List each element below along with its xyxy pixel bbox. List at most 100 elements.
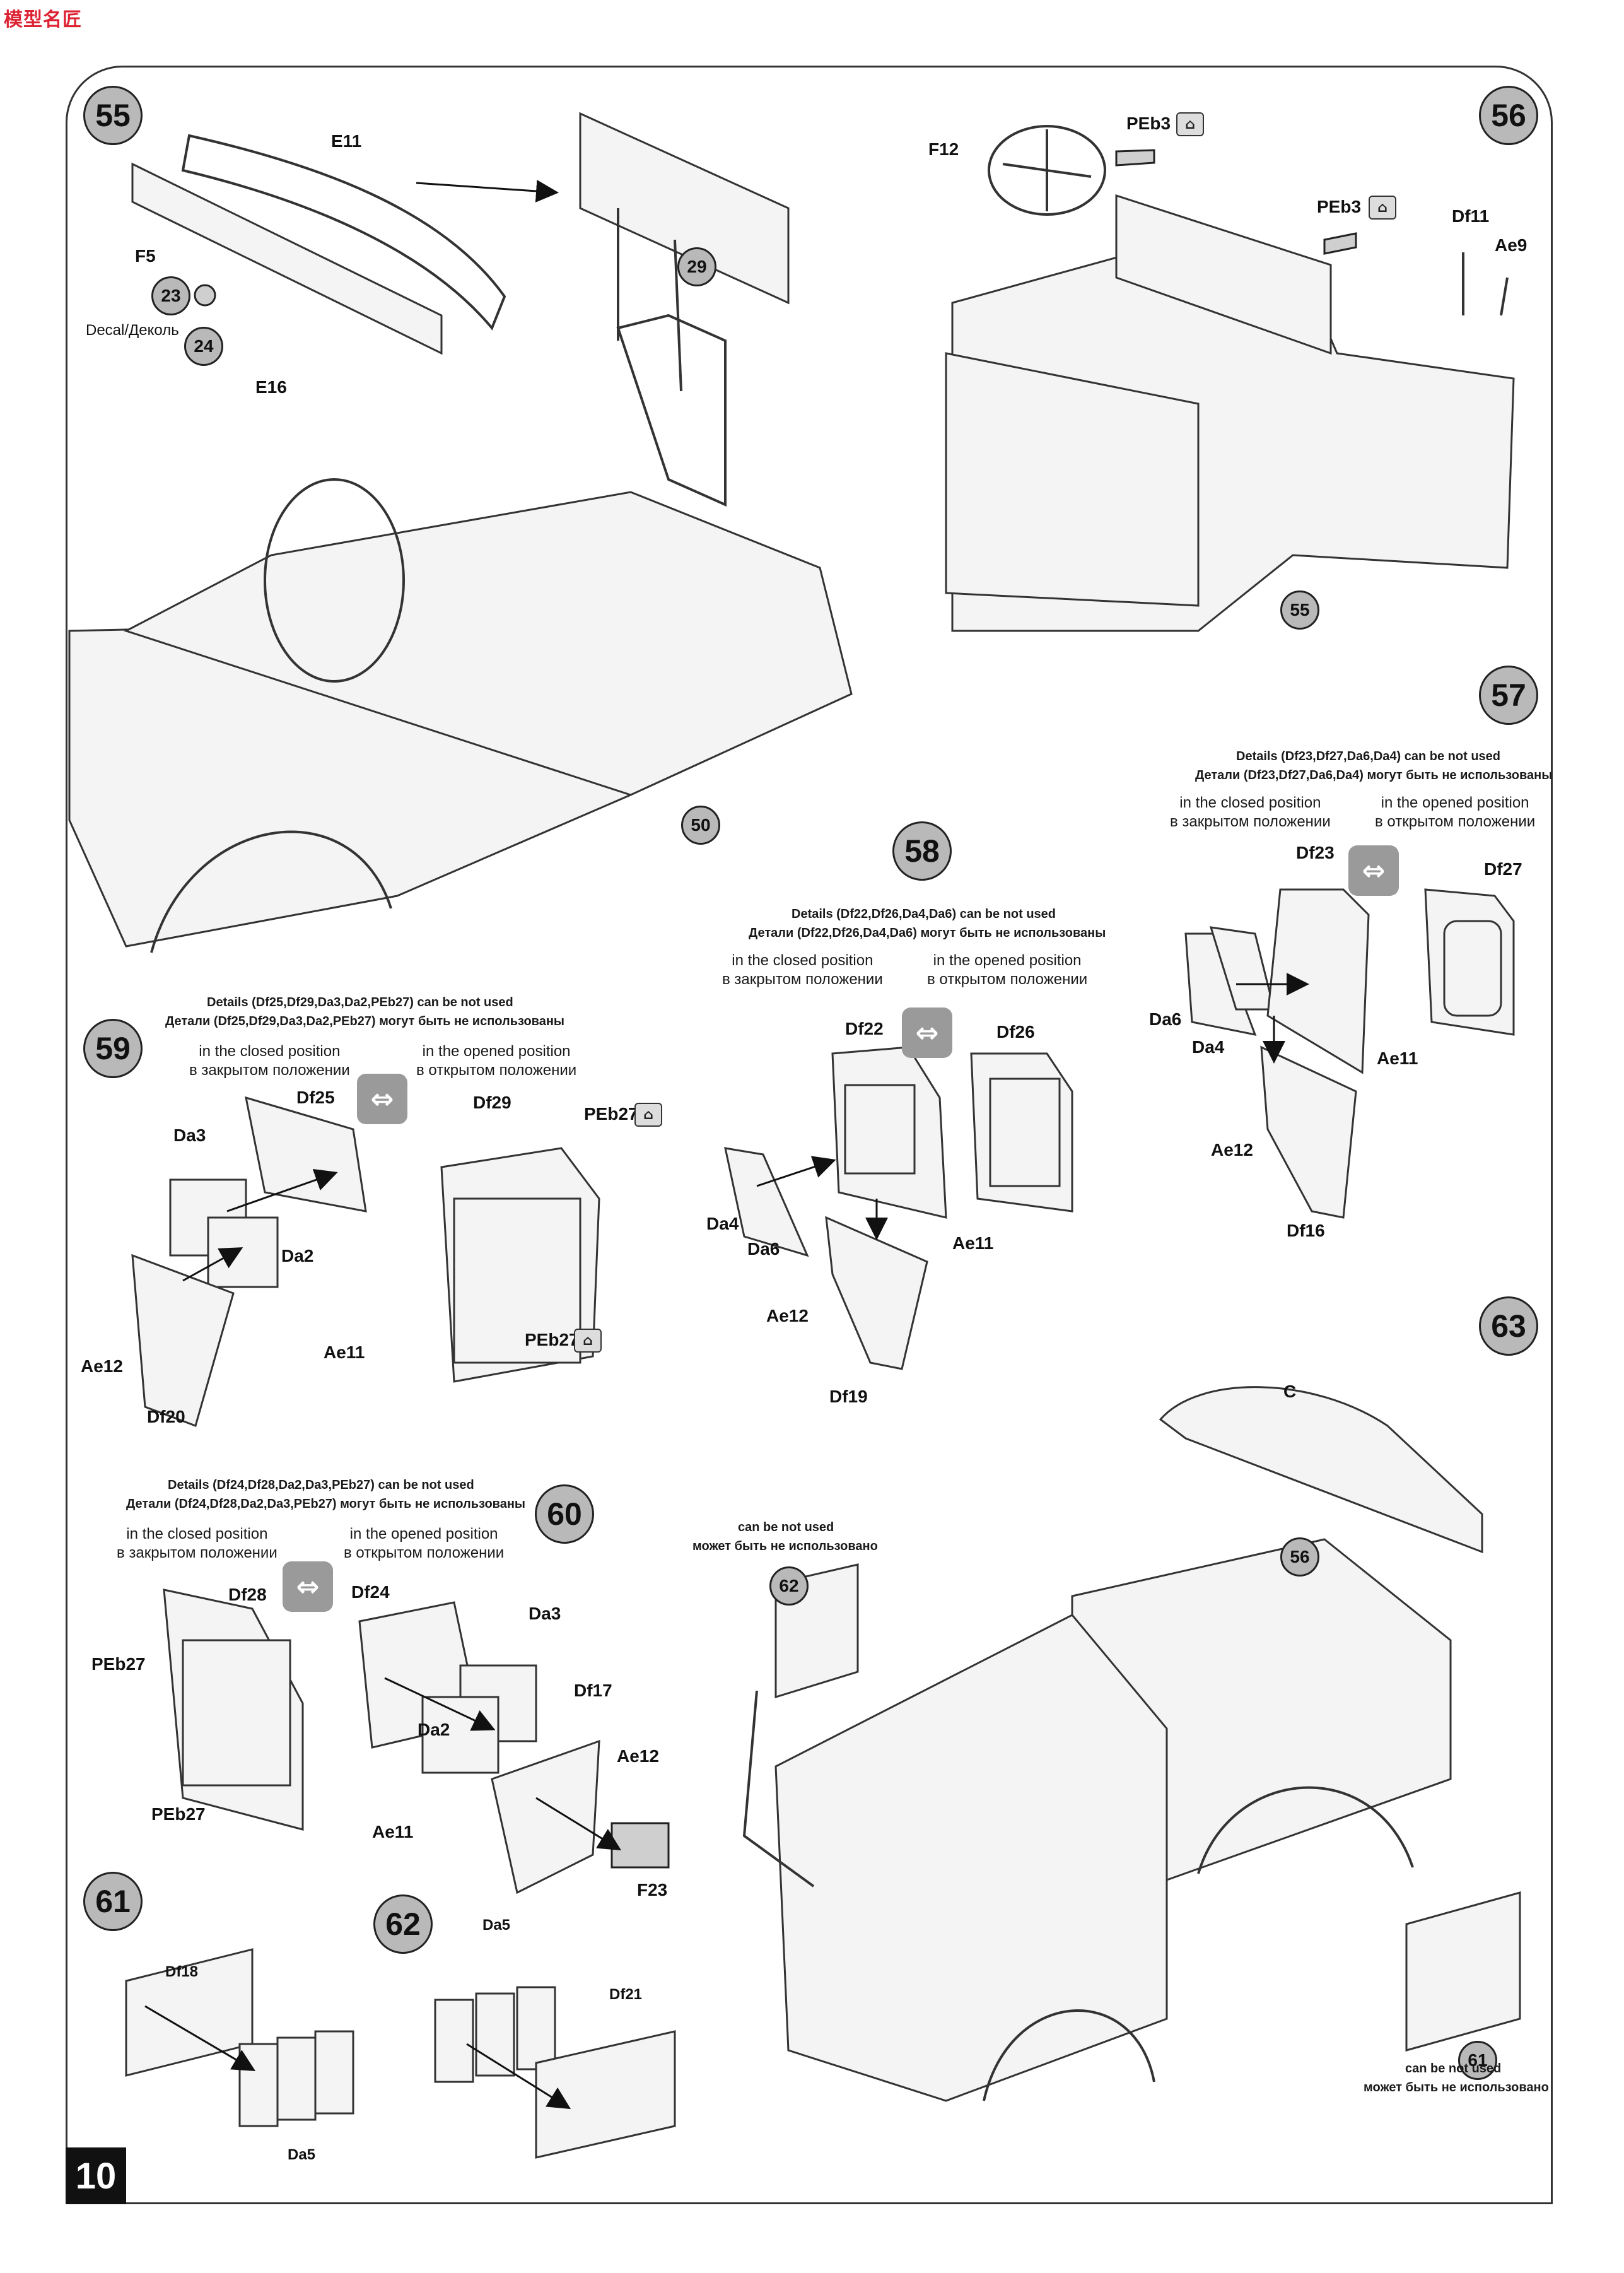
part-label-f12: F12 [928,139,959,159]
ref-badge-50: 50 [681,806,720,845]
step-badge-62: 62 [373,1894,433,1954]
part-label-peb27-b: PEb27 [151,1804,206,1824]
part-label-peb3-b: PEb3 [1317,197,1362,216]
part-label-ae12: Ae12 [1211,1140,1253,1160]
step-badge-63: 63 [1479,1296,1538,1356]
part-label-da5: Da5 [482,1917,511,1934]
part-label-da5: Da5 [288,2146,316,2163]
step57-note-ru: Детали (Df23,Df27,Da6,Da4) могут быть не… [1195,768,1553,782]
ref-badge-61: 61 [1458,2041,1497,2080]
step-badge-58: 58 [892,821,952,881]
open-close-arrows-icon: ⇔ [902,1007,952,1058]
part-label-ae11: Ae11 [324,1342,365,1362]
part-label-peb27-b: PEb27 [525,1330,579,1349]
step56-body-drawing [945,125,1515,632]
part-label-ae11: Ae11 [952,1233,994,1253]
part-label-peb3-a: PEb3 [1126,114,1171,133]
step63-note62-en: can be not used [738,1520,834,1534]
part-label-df17: Df17 [574,1681,612,1700]
part-label-df27: Df27 [1484,859,1522,879]
part-label-da4: Da4 [706,1214,739,1233]
part-label-e16: E16 [255,377,287,397]
part-label-df23: Df23 [1296,843,1335,862]
part-label-df11: Df11 [1452,206,1490,226]
step62-window-drawing [434,1986,676,2159]
part-label-df25: Df25 [296,1088,335,1107]
open-close-arrows-icon: ⇔ [357,1074,407,1124]
step63-note61-en: can be not used [1405,2062,1502,2076]
part-label-ae12: Ae12 [766,1306,809,1325]
step-badge-61: 61 [83,1872,143,1931]
open-close-arrows-icon: ⇔ [1348,845,1399,896]
step-badge-55: 55 [83,86,143,145]
step59-note-en: Details (Df25,Df29,Da3,Da2,PEb27) can be… [207,996,513,1009]
step60-note-ru: Детали (Df24,Df28,Da2,Da3,PEb27) могут б… [126,1497,525,1511]
step55-body-drawing [68,112,853,953]
part-label-da6: Da6 [1149,1009,1182,1029]
step63-note62-ru: может быть не использовано [692,1539,878,1553]
part-label-df26: Df26 [996,1022,1035,1042]
step60-note-en: Details (Df24,Df28,Da2,Da3,PEb27) can be… [168,1478,474,1492]
part-label-da2: Da2 [281,1246,314,1266]
photo-etch-icon: ⌂ [634,1103,662,1127]
part-label-ae12: Ae12 [617,1746,659,1766]
ref-badge-24: 24 [184,327,223,366]
ref-badge-23: 23 [151,276,190,315]
part-label-ae11: Ae11 [1377,1048,1418,1068]
photo-etch-icon: ⌂ [1176,112,1204,136]
ref-badge-29: 29 [677,247,716,286]
part-label-peb27-a: PEb27 [91,1654,146,1674]
part-label-f23: F23 [637,1880,668,1900]
part-label-da3: Da3 [173,1125,206,1145]
part-label-da4: Da4 [1192,1037,1225,1057]
step-badge-60: 60 [535,1484,594,1544]
step58-note-en: Details (Df22,Df26,Da4,Da6) can be not u… [792,907,1056,921]
page-frame [66,66,1553,2204]
step59-door-drawing [131,1096,600,1427]
part-label-df21: Df21 [609,1986,643,2003]
ref-badge-56: 56 [1280,1537,1319,1577]
page-number: 10 [66,2147,126,2204]
step57-door-drawing [1184,888,1515,1219]
step58-door-drawing [724,1046,1073,1370]
part-label-da3: Da3 [529,1604,561,1623]
open-close-arrows-icon: ⇔ [283,1561,333,1612]
step63-vehicle-drawing [742,1386,1521,2102]
part-label-df18: Df18 [165,1963,199,1980]
part-label-df19: Df19 [829,1387,868,1406]
step61-window-drawing [125,1948,354,2127]
part-label-df22: Df22 [845,1019,884,1038]
step57-note-en: Details (Df23,Df27,Da6,Da4) can be not u… [1236,749,1501,763]
step-badge-56: 56 [1479,86,1538,145]
ref-badge-62: 62 [769,1566,809,1606]
photo-etch-icon: ⌂ [574,1329,602,1353]
ref-badge-55: 55 [1280,590,1319,630]
part-label-df20: Df20 [147,1407,185,1426]
part-label-da2: Da2 [418,1720,450,1739]
decal-label: Decal/Деколь [86,322,179,339]
step-badge-57: 57 [1479,666,1538,725]
part-label-df24: Df24 [351,1582,390,1602]
step63-note61-ru: может быть не использовано [1364,2081,1549,2094]
step55-dashboard-drawing [131,134,559,355]
step59-note-ru: Детали (Df25,Df29,Da3,Da2,PEb27) могут б… [165,1014,564,1028]
photo-etch-icon: ⌂ [1369,196,1396,220]
part-label-f5: F5 [135,246,156,266]
part-label-peb27-a: PEb27 [584,1104,638,1124]
part-label-c: C [1283,1382,1297,1401]
part-label-ae11: Ae11 [372,1822,414,1841]
watermark-logo: 模型名匠 [4,9,82,30]
part-label-df16: Df16 [1287,1221,1325,1240]
step60-door-drawing [163,1589,670,1894]
part-label-df29: Df29 [473,1093,511,1112]
part-label-ae9: Ae9 [1495,235,1528,255]
